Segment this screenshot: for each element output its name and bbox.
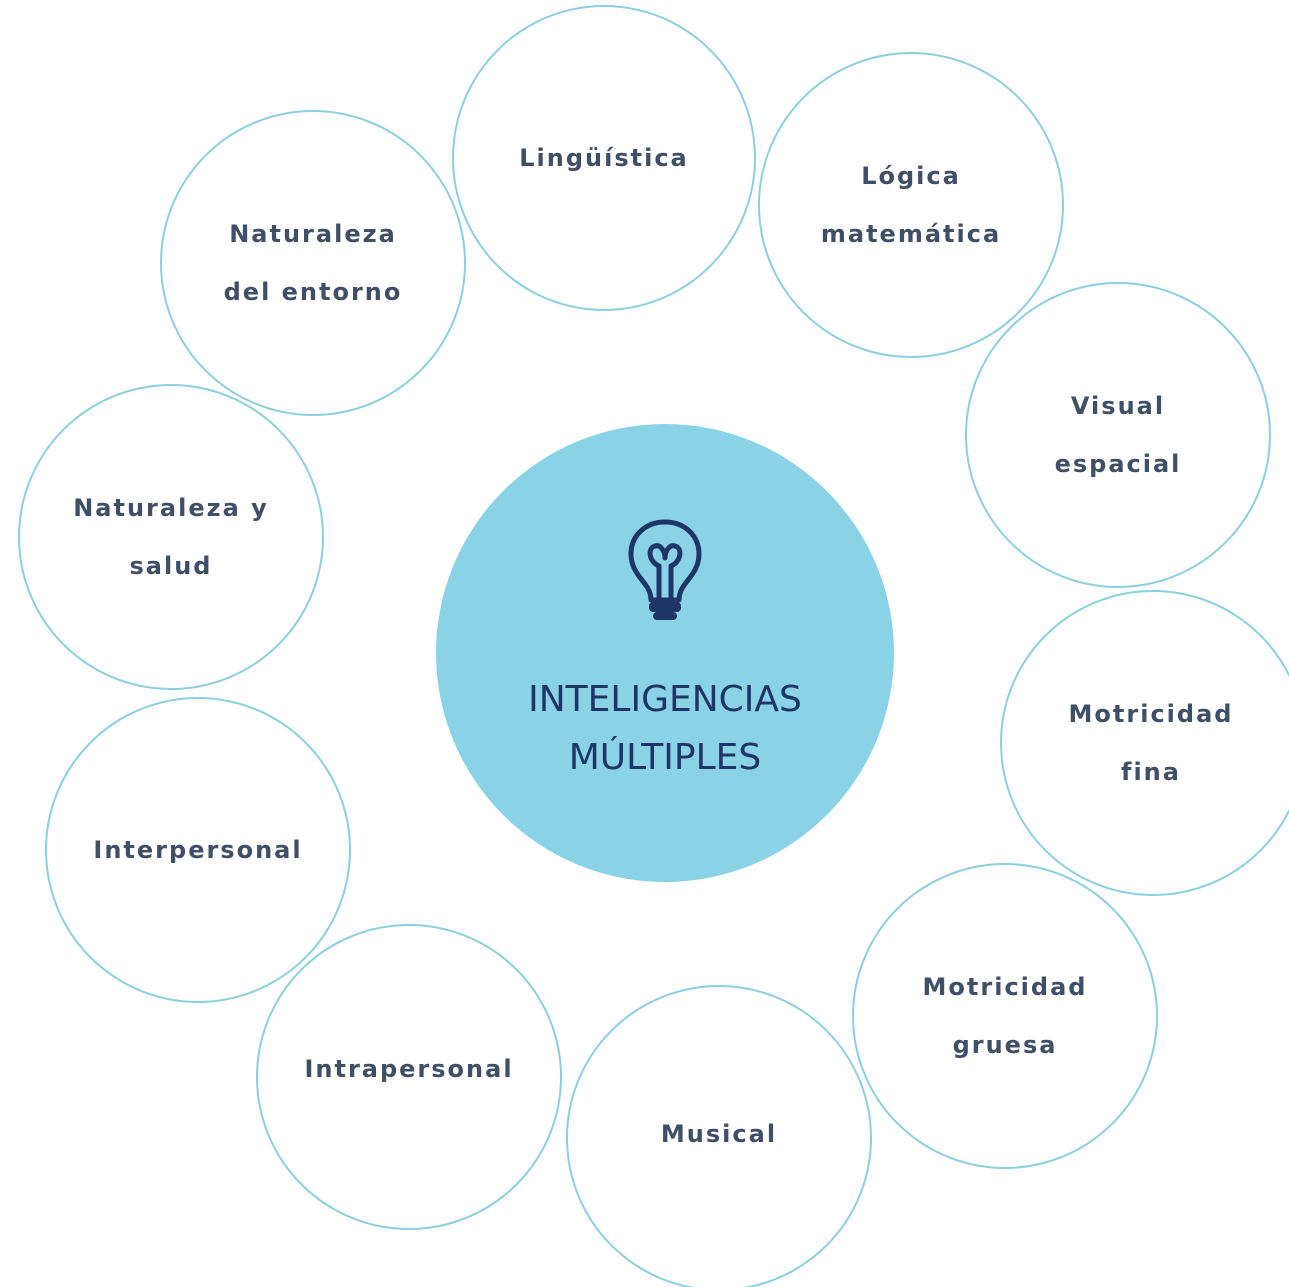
center-node: INTELIGENCIAS MÚLTIPLES (436, 424, 894, 882)
node-motricidad-gruesa: Motricidad gruesa (852, 863, 1158, 1169)
node-label: Motricidad gruesa (922, 973, 1088, 1059)
node-naturaleza-salud: Naturaleza y salud (18, 384, 324, 690)
node-label: Musical (660, 1120, 778, 1148)
node-intrapersonal: Intrapersonal (256, 924, 562, 1230)
node-musical: Musical (566, 985, 872, 1287)
node-label: Motricidad fina (1068, 700, 1234, 786)
node-label: Interpersonal (93, 836, 303, 864)
node-visual-espacial: Visual espacial (965, 282, 1271, 588)
node-label: Naturaleza y salud (73, 494, 269, 580)
node-interpersonal: Interpersonal (45, 697, 351, 1003)
node-label: Naturaleza del entorno (223, 220, 403, 306)
node-label: Visual espacial (1054, 392, 1182, 478)
lightbulb-icon (628, 519, 702, 620)
node-label: Lingüística (519, 144, 689, 172)
node-logica-matematica: Lógica matemática (758, 52, 1064, 358)
node-naturaleza-entorno: Naturaleza del entorno (160, 110, 466, 416)
node-motricidad-fina: Motricidad fina (1000, 590, 1289, 896)
node-label: Intrapersonal (304, 1055, 514, 1083)
node-label: Lógica matemática (820, 162, 1002, 248)
node-linguistica: Lingüística (452, 5, 756, 311)
center-title: INTELIGENCIAS MÚLTIPLES (528, 679, 802, 778)
